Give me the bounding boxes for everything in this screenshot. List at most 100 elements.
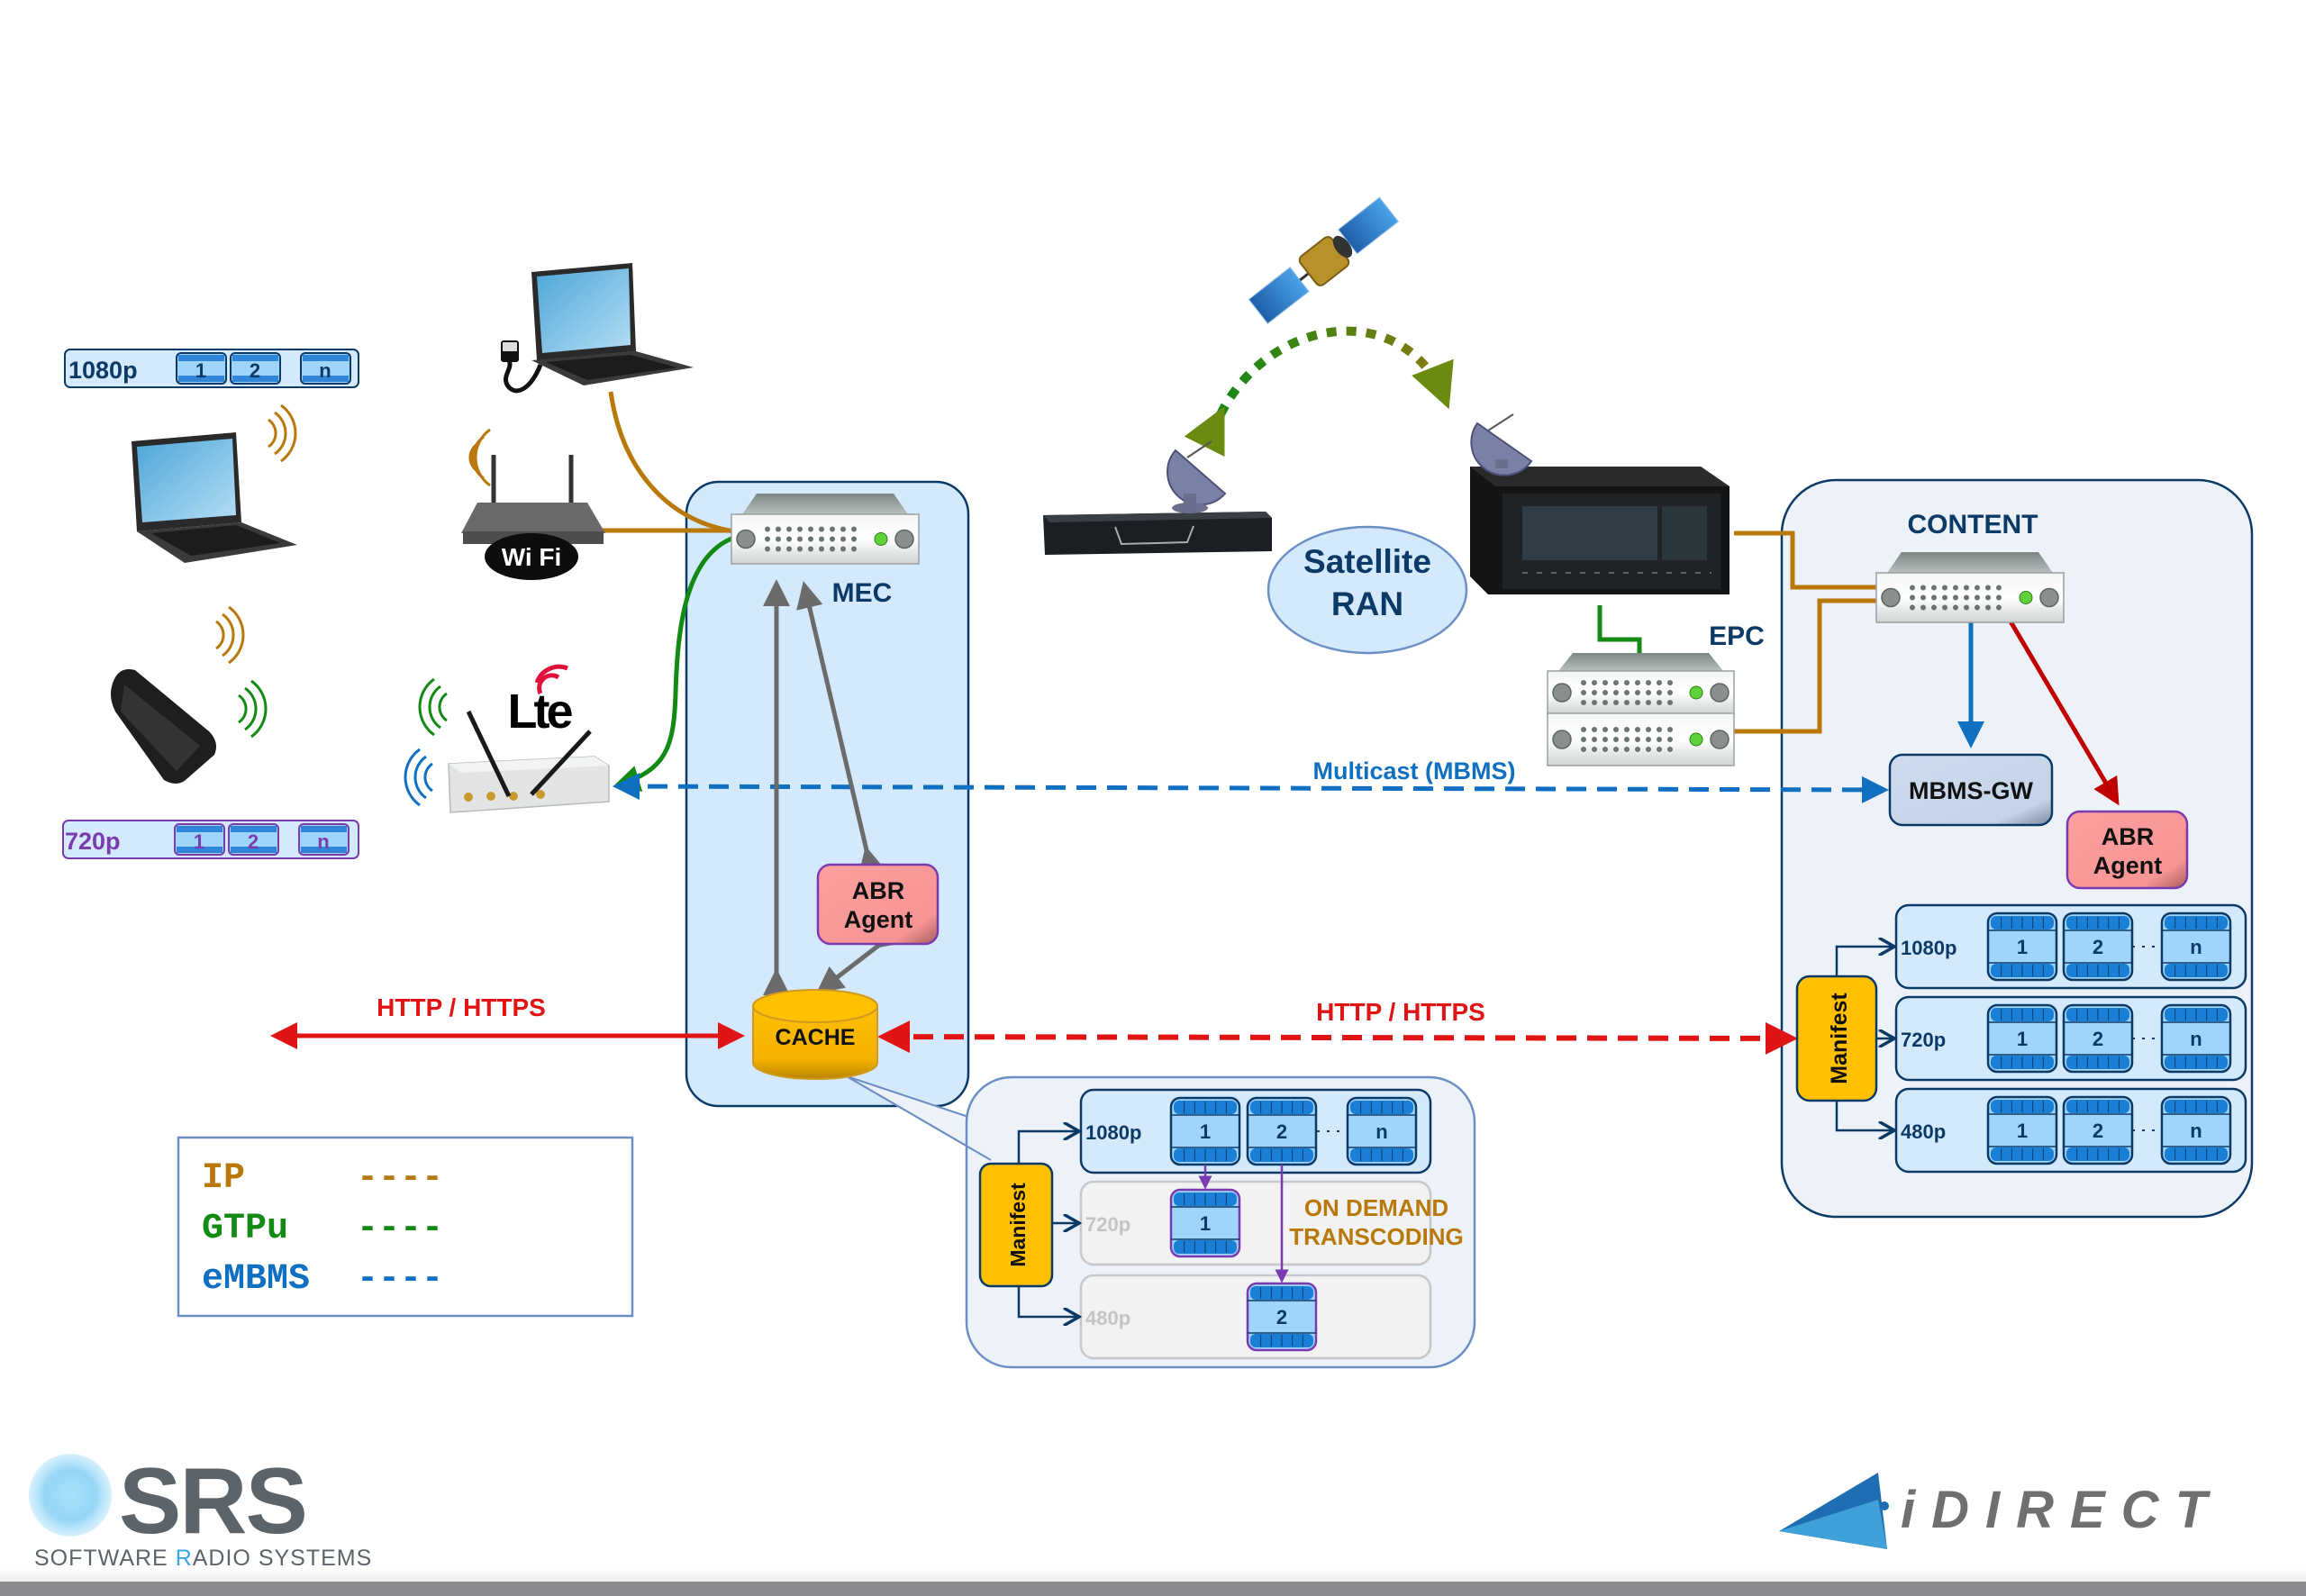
- video-segment-label: 2: [1276, 1120, 1287, 1143]
- video-segment-label: n: [1375, 1120, 1387, 1143]
- video-segment-label: 1: [195, 359, 206, 382]
- link-ip-epc-server-content: [1734, 598, 1876, 734]
- epc-server-icon[interactable]: [1547, 712, 1735, 766]
- satellite-dish-icon: [1167, 440, 1227, 513]
- cache-detail-renditions: 1080p 1 2 n 720p 1 480p 2: [1017, 1088, 1432, 1360]
- video-segment: 2: [1246, 1282, 1318, 1352]
- rendition-label: 1080p: [1901, 937, 1956, 959]
- wifi-router-icon[interactable]: Wi Fi: [461, 455, 605, 580]
- epc-hub-rack-icon[interactable]: [1470, 467, 1730, 594]
- legend-embms-dash: ----: [357, 1259, 443, 1300]
- content-abr-agent[interactable]: ABR Agent: [2065, 810, 2189, 890]
- link-http-cache-content: [877, 1020, 1798, 1055]
- content-switch-icon[interactable]: [1875, 552, 2065, 623]
- mec-label: MEC: [832, 578, 893, 608]
- svg-text:ABR: ABR: [852, 877, 905, 904]
- video-segment: n: [1346, 1096, 1418, 1166]
- video-segment-label: n: [2190, 1028, 2202, 1050]
- video-segment: n: [2160, 911, 2232, 982]
- video-segment-label: 2: [2093, 1028, 2103, 1050]
- video-segment-label: n: [2190, 936, 2202, 958]
- rendition-label: 720p: [1085, 1213, 1130, 1236]
- video-segment-label: n: [2190, 1120, 2202, 1142]
- video-segment: 2: [2062, 911, 2134, 982]
- multicast-label: Multicast (MBMS): [1313, 757, 1516, 784]
- mec-abr-agent[interactable]: ABR Agent: [816, 863, 940, 946]
- wifi-signal-icon: [215, 605, 245, 665]
- on-demand-transcoding-label: TRANSCODING: [1289, 1223, 1464, 1250]
- video-segment-label: 2: [1276, 1306, 1287, 1328]
- rendition-label: 480p: [1085, 1307, 1130, 1329]
- video-segment-label: 1: [1200, 1120, 1211, 1143]
- legend-embms-label: eMBMS: [202, 1259, 310, 1300]
- video-segment-label: 2: [250, 359, 260, 382]
- idirect-logo: iDIRECT: [1779, 1473, 2223, 1549]
- video-segment: n: [298, 823, 350, 856]
- rendition-label: 720p: [1901, 1029, 1946, 1051]
- cache-label: CACHE: [776, 1025, 856, 1050]
- rendition-row: 1080p 1 2 n: [1835, 903, 2247, 990]
- http-label-left: HTTP / HTTPS: [377, 993, 546, 1021]
- video-segment: 1: [176, 352, 227, 385]
- satellite-ran[interactable]: Satellite RAN: [1266, 525, 1468, 655]
- video-segment-label: n: [319, 359, 331, 382]
- epc-server-icon[interactable]: [1547, 653, 1735, 715]
- video-segment-label: 2: [248, 830, 259, 853]
- video-segment: 1: [1169, 1096, 1241, 1166]
- video-segment-label: 1: [1200, 1212, 1211, 1235]
- cache-detail-manifest[interactable]: Manifest: [978, 1162, 1054, 1288]
- mec-switch-icon[interactable]: [731, 494, 920, 565]
- video-segment-label: 1: [2017, 936, 2028, 958]
- smartphone-icon[interactable]: [111, 669, 216, 784]
- satellite-modem-icon[interactable]: [1043, 512, 1272, 555]
- http-label-right: HTTP / HTTPS: [1316, 998, 1485, 1026]
- link-content-abr: [2008, 620, 2120, 806]
- srs-logo-tagline: SOFTWARE RADIO SYSTEMS: [34, 1546, 372, 1571]
- srs-logo-mark: SRS: [119, 1449, 306, 1554]
- video-segment: 1: [1986, 911, 2058, 982]
- svg-text:Agent: Agent: [844, 906, 913, 933]
- legend-gtpu-dash: ----: [357, 1209, 443, 1249]
- client-stream-1080p: 1080p 1 2 n: [64, 349, 359, 388]
- video-segment-label: 1: [2017, 1120, 2028, 1142]
- footer-fade: [0, 1569, 2306, 1582]
- svg-text:Agent: Agent: [2093, 852, 2163, 879]
- wifi-signal-icon: [268, 404, 297, 463]
- rendition-label: 1080p: [1085, 1121, 1141, 1144]
- lte-signal-icon: [418, 677, 448, 737]
- satellite-dish-icon: [1470, 413, 1533, 476]
- satellite-icon: [1248, 196, 1400, 324]
- lte-enodeb-icon[interactable]: Lte: [448, 664, 610, 813]
- mec-cache[interactable]: CACHE: [752, 989, 878, 1080]
- lte-signal-icon: [238, 679, 268, 739]
- lte-logo: Lte: [508, 685, 573, 739]
- client-stream-1080p-label: 1080p: [68, 357, 138, 384]
- svg-text:ABR: ABR: [2102, 823, 2155, 850]
- legend-gtpu-label: GTPu: [202, 1209, 288, 1249]
- wifi-logo: Wi Fi: [502, 543, 562, 571]
- rendition-row: 720p 1: [1052, 1180, 1432, 1266]
- video-segment: n: [2160, 1003, 2232, 1074]
- video-segment-label: 2: [2093, 1120, 2103, 1142]
- mbms-gw[interactable]: MBMS-GW: [1888, 753, 2054, 827]
- link-satellite-arc: [1184, 326, 1454, 457]
- laptop-wired-icon[interactable]: [501, 263, 694, 394]
- video-segment: 2: [2062, 1095, 2134, 1165]
- link-gtpu-mec-lte: [613, 517, 758, 792]
- epc-label: EPC: [1709, 621, 1765, 651]
- legend-ip-dash: ----: [357, 1158, 443, 1199]
- srs-logo: SRS SOFTWARE RADIO SYSTEMS: [29, 1449, 372, 1571]
- laptop-wireless-icon[interactable]: [132, 432, 297, 563]
- video-segment: 2: [2062, 1003, 2134, 1074]
- legend-ip-label: IP: [202, 1158, 245, 1199]
- video-segment: 2: [228, 823, 279, 856]
- video-segment: n: [2160, 1095, 2232, 1165]
- svg-text:Manifest: Manifest: [1006, 1183, 1030, 1267]
- video-segment: 1: [1986, 1003, 2058, 1074]
- on-demand-transcoding-label: ON DEMAND: [1304, 1194, 1448, 1221]
- video-segment-label: n: [317, 830, 329, 853]
- content-manifest[interactable]: Manifest: [1795, 975, 1878, 1102]
- idirect-logo-text: iDIRECT: [1901, 1481, 2223, 1539]
